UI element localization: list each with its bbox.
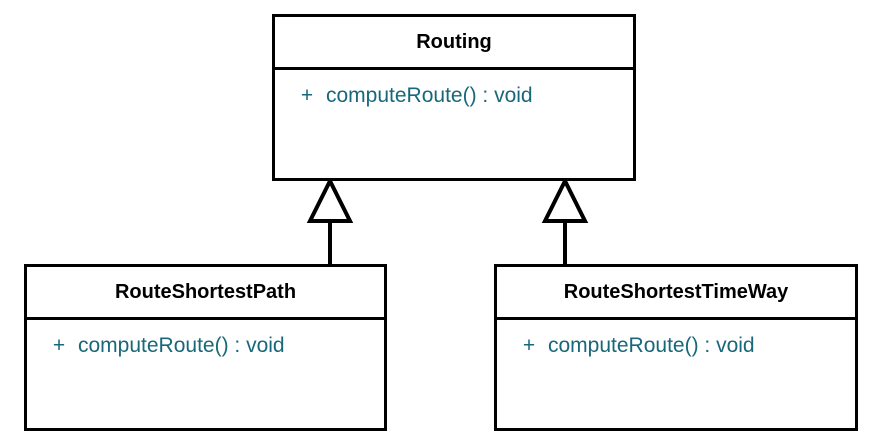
uml-class-header-route-shortest-path: RouteShortestPath (27, 267, 384, 320)
uml-class-name-route-shortest-path: RouteShortestPath (114, 280, 297, 303)
uml-visibility-marker: + (522, 334, 536, 357)
uml-class-name-routing: Routing (416, 30, 492, 53)
uml-operation-row: + computeRoute() : void (275, 84, 633, 108)
uml-operation-row: + computeRoute() : void (27, 334, 384, 358)
uml-visibility-marker: + (52, 334, 66, 357)
uml-operations-compartment-routing: + computeRoute() : void (275, 70, 633, 178)
uml-operation-signature: computeRoute() : void (548, 334, 755, 357)
generalization-route-shortest-path (306, 176, 354, 264)
uml-class-header-route-shortest-time-way: RouteShortestTimeWay (497, 267, 855, 320)
uml-class-routing[interactable]: Routing + computeRoute() : void (272, 14, 636, 181)
uml-operation-signature: computeRoute() : void (326, 84, 533, 107)
uml-operation-row: + computeRoute() : void (497, 334, 855, 358)
uml-class-route-shortest-time-way[interactable]: RouteShortestTimeWay + computeRoute() : … (494, 264, 858, 431)
generalization-route-shortest-time-way (541, 176, 589, 264)
uml-class-route-shortest-path[interactable]: RouteShortestPath + computeRoute() : voi… (24, 264, 387, 431)
uml-operations-compartment-route-shortest-path: + computeRoute() : void (27, 320, 384, 428)
uml-operations-compartment-route-shortest-time-way: + computeRoute() : void (497, 320, 855, 428)
uml-class-name-route-shortest-time-way: RouteShortestTimeWay (563, 280, 789, 303)
uml-operation-signature: computeRoute() : void (78, 334, 285, 357)
uml-class-header-routing: Routing (275, 17, 633, 70)
uml-visibility-marker: + (300, 84, 314, 107)
